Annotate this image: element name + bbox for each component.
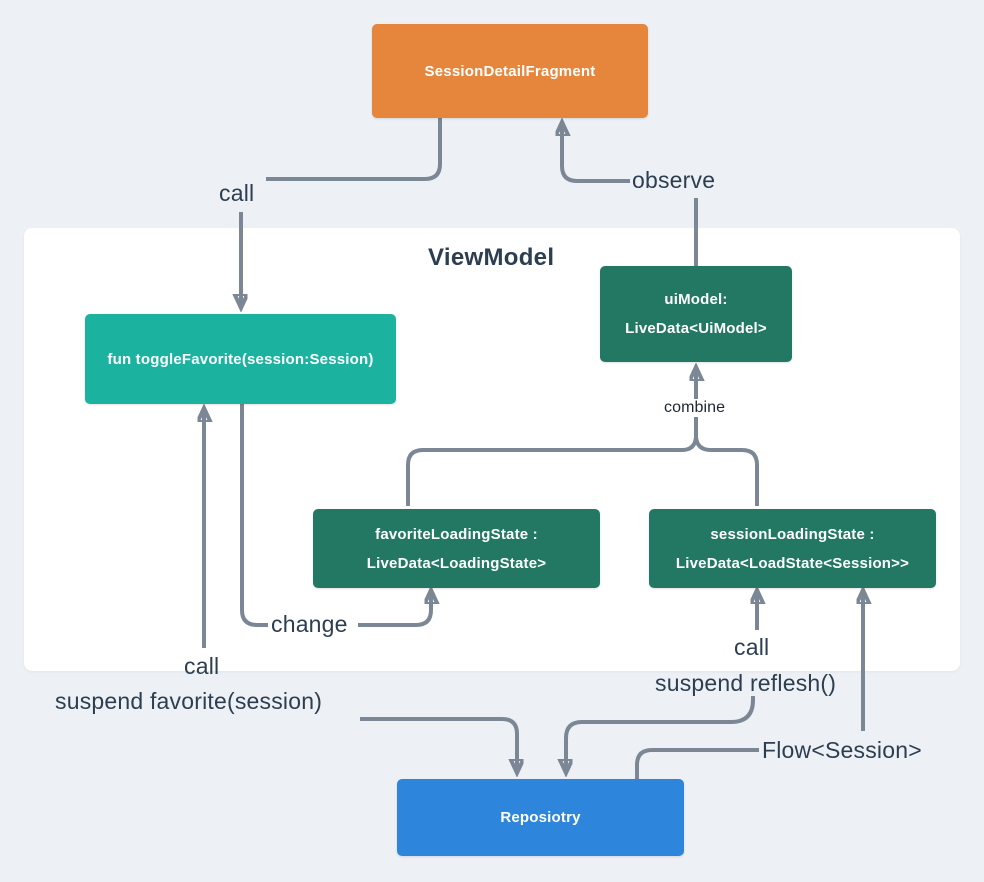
node-ui-model: uiModel: LiveData<UiModel>	[600, 266, 792, 362]
node-session-loading-state-line2: LiveData<LoadState<Session>>	[675, 554, 910, 572]
edge-combine-left	[406, 369, 696, 506]
edge-combine-right	[694, 436, 759, 506]
edge-label-suspend-favorite: suspend favorite(session)	[55, 688, 323, 714]
node-favorite-loading-state-line2: LiveData<LoadingState>	[366, 554, 547, 572]
edge-label-call-top: call	[219, 180, 255, 206]
viewmodel-title: ViewModel	[428, 244, 555, 271]
edge-label-flow-session: Flow<Session>	[762, 737, 922, 763]
node-repository: Reposiotry	[397, 779, 684, 856]
edge-label-combine: combine	[662, 399, 728, 417]
node-session-loading-state: sessionLoadingState : LiveData<LoadState…	[649, 509, 936, 588]
edge-favorite-to-repo	[360, 717, 517, 771]
node-session-loading-state-line1: sessionLoadingState :	[710, 525, 875, 543]
node-repository-label: Reposiotry	[500, 809, 581, 826]
edge-label-observe: observe	[632, 167, 716, 193]
edge-observe-to-fragment	[562, 124, 630, 183]
edge-label-call-right: call	[734, 634, 770, 660]
edge-reflesh-to-repo	[566, 696, 755, 771]
edge-change-to-favstate	[358, 592, 431, 627]
edge-toggle-to-change	[240, 403, 268, 627]
edge-fragment-to-call	[266, 118, 442, 181]
node-toggle-favorite: fun toggleFavorite(session:Session)	[85, 314, 396, 404]
node-ui-model-line2: LiveData<UiModel>	[625, 320, 767, 337]
edge-label-call-left: call	[184, 653, 220, 679]
edge-repo-to-flow	[635, 748, 759, 779]
node-ui-model-line1: uiModel:	[664, 291, 728, 308]
node-favorite-loading-state: favoriteLoadingState : LiveData<LoadingS…	[313, 509, 600, 588]
node-favorite-loading-state-line1: favoriteLoadingState :	[375, 525, 538, 543]
node-session-detail-fragment: SessionDetailFragment	[372, 24, 648, 118]
node-session-detail-fragment-label: SessionDetailFragment	[424, 62, 596, 80]
node-toggle-favorite-label: fun toggleFavorite(session:Session)	[107, 350, 374, 368]
edge-label-suspend-reflesh: suspend reflesh()	[655, 670, 837, 696]
edge-label-change: change	[271, 611, 348, 637]
